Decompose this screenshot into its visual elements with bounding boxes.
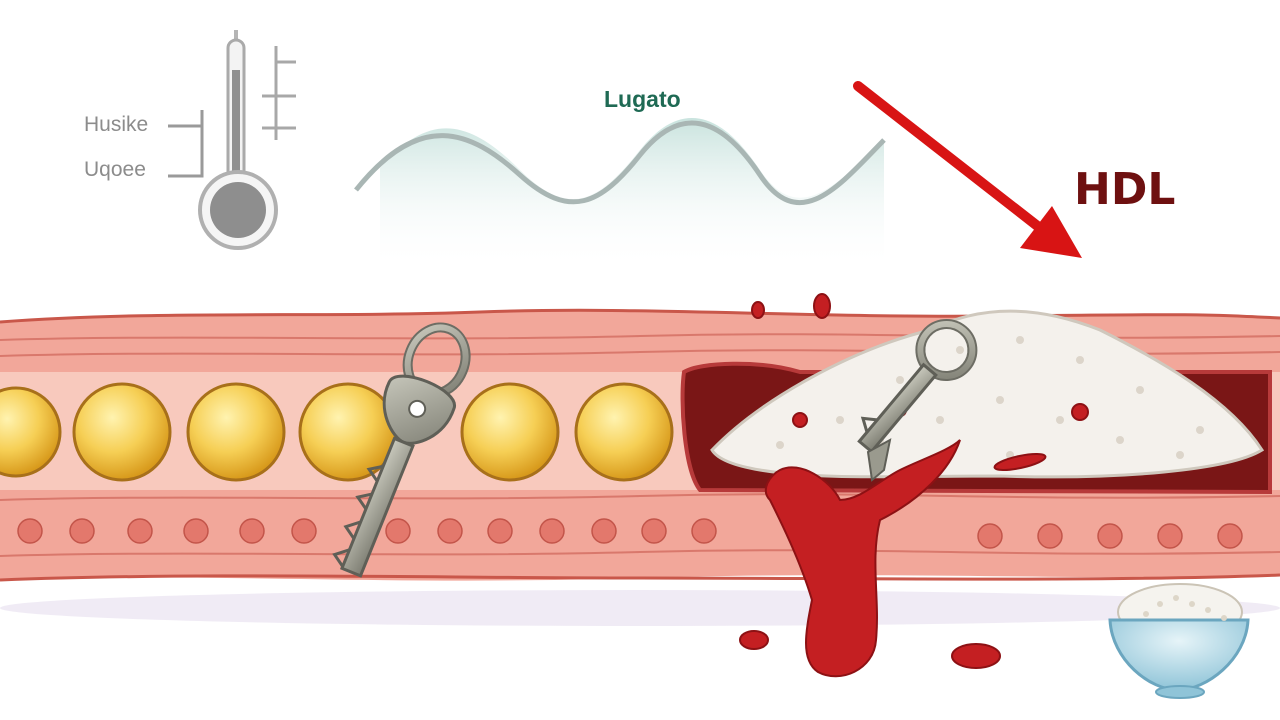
wave-panel-title: Lugato <box>604 86 681 112</box>
thermometer-label-top: Husike <box>84 113 149 136</box>
trend-down-arrow-icon <box>853 81 1082 258</box>
rice-bowl-icon <box>1108 583 1250 699</box>
hdl-label: HDL <box>1074 164 1176 215</box>
artery-cells <box>17 518 1243 549</box>
key-icon <box>332 322 471 578</box>
key-fragment-icon <box>866 438 892 482</box>
blood-splatter-icon <box>739 293 1089 678</box>
thermometer-icon <box>168 30 296 250</box>
wave-icon <box>354 117 886 270</box>
plaque-heap <box>710 309 1265 479</box>
fat-cells <box>0 382 674 482</box>
broken-key-icon <box>857 318 978 454</box>
thermometer-label-bottom: Uqoee <box>84 158 146 181</box>
